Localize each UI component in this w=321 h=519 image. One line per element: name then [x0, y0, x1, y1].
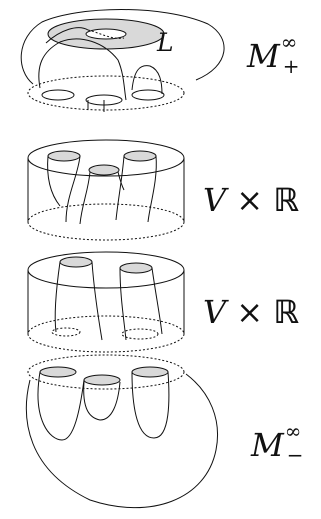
top-cap-outline — [20, 9, 225, 85]
bottom-cap-outline — [25, 373, 218, 509]
top-base-hole-right — [131, 89, 165, 101]
slab-lower-tube-4 — [151, 267, 163, 335]
slab-upper-tube-5 — [79, 171, 91, 225]
top-cap-base-ellipse — [27, 75, 185, 111]
top-cap-disk-hole — [85, 28, 127, 40]
bottom-cap-top-ellipse — [27, 354, 185, 390]
slab-upper-hole-left — [47, 150, 81, 162]
slab-upper-tube-2 — [65, 155, 81, 223]
slab-lower-base-hole-right — [121, 328, 159, 340]
top-cap-label-sup: ∞ — [280, 30, 298, 54]
slab-lower-tube-1 — [54, 261, 61, 333]
slab-upper — [27, 139, 185, 241]
bottom-cap-label-sup: ∞ — [284, 419, 302, 443]
slab-lower-bottom-ellipse — [27, 315, 185, 353]
bottom-cap-hole-mid — [83, 374, 121, 386]
slab-upper-hole-right — [123, 150, 157, 162]
bottom-cap-hole-left — [39, 366, 77, 378]
slab-lower-tube-3 — [119, 267, 127, 341]
bottom-cap-tube-left — [37, 371, 85, 441]
loop-label: L — [157, 28, 174, 57]
bottom-cap-tube-right — [131, 371, 170, 439]
slab-lower-base-hole-left — [51, 327, 81, 337]
bottom-cap — [25, 354, 218, 509]
slab-lower — [27, 251, 185, 353]
slab-lower-hole-left — [59, 256, 93, 268]
slab-upper-bottom-ellipse — [27, 203, 185, 241]
slab-lower-top-ellipse — [27, 251, 185, 289]
slab-lower-label: V × ℝ — [203, 296, 299, 328]
top-cap — [20, 9, 225, 112]
top-cap-label-base: M — [247, 37, 280, 75]
bottom-cap-label-base: M — [251, 426, 284, 464]
top-base-hole-left — [41, 89, 75, 101]
slab-upper-label-space: V — [203, 181, 227, 219]
slab-upper-label: V × ℝ — [203, 184, 299, 216]
top-mid-handle — [87, 100, 105, 112]
slab-upper-label-times: × — [236, 181, 264, 219]
slab-lower-tube-2 — [91, 261, 103, 341]
slab-upper-label-reals: ℝ — [273, 181, 299, 219]
top-cap-label-sub: + — [282, 54, 300, 78]
slab-upper-hole-mid — [88, 164, 120, 176]
bottom-cap-tube-mid — [83, 381, 121, 421]
loop-L — [45, 27, 89, 44]
top-tube-left — [38, 38, 127, 101]
bottom-cap-label-sub: − — [286, 443, 304, 467]
top-cap-label: M∞+ — [247, 32, 306, 76]
slab-upper-tube-1 — [47, 155, 61, 207]
slab-upper-tube-4 — [147, 155, 157, 223]
top-tube-right — [131, 65, 163, 95]
slab-lower-label-space: V — [203, 293, 227, 331]
slab-upper-tube-6 — [117, 171, 125, 191]
bottom-cap-hole-right — [131, 366, 169, 378]
slab-lower-label-reals: ℝ — [273, 293, 299, 331]
slab-lower-label-times: × — [236, 293, 264, 331]
slab-lower-hole-right — [119, 262, 153, 274]
slab-upper-tube-3 — [115, 155, 125, 221]
bottom-cap-label: M∞− — [251, 421, 310, 465]
